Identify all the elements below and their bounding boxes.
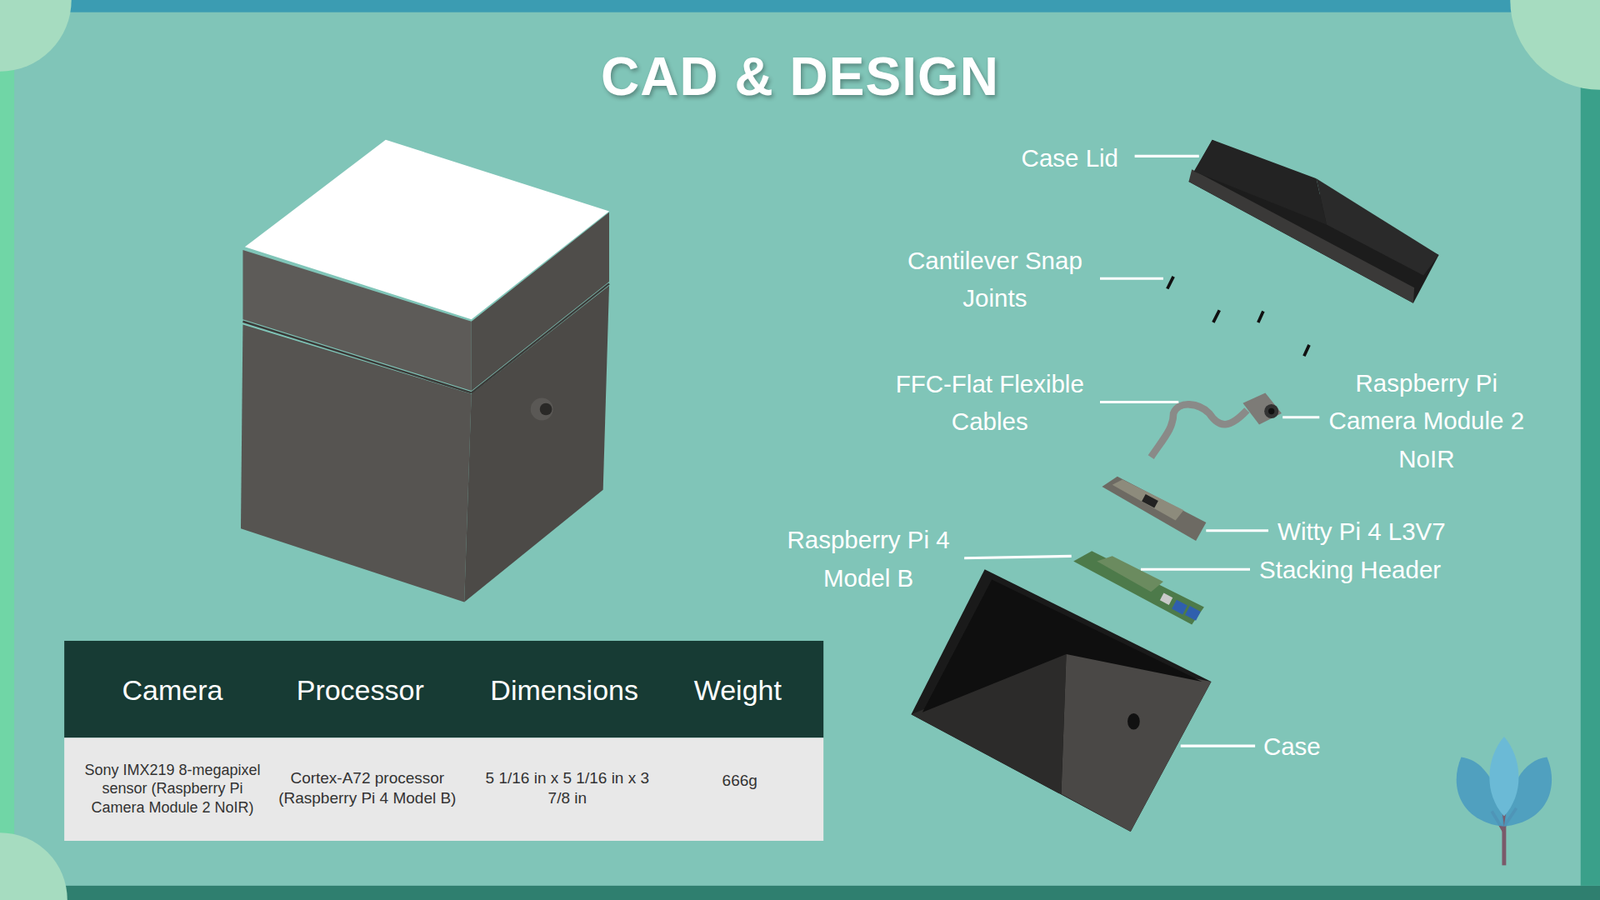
part-label: Witty Pi 4 L3V7 [1277,512,1495,551]
right-stripe [1580,12,1600,886]
part-label: Cantilever Snap Joints [895,241,1095,318]
table-cell: Sony IMX219 8-megapixel sensor (Raspberr… [82,760,262,818]
assembled-case [240,140,610,603]
part-label: Raspberry Pi 4 Model B [772,520,965,597]
part-label: Stacking Header [1259,551,1476,590]
exploded-view [910,140,1439,832]
corner-circle [0,832,68,900]
part-label: Case [1263,727,1364,766]
slide-title: CAD & DESIGN [600,45,1000,108]
part-label: Case Lid [951,139,1119,178]
top-bar [0,0,1600,13]
table-cell: 5 1/16 in x 5 1/16 in x 3 7/8 in [480,768,655,810]
part-label: FFC-Flat Flexible Cables [883,365,1096,441]
table-header-cell: Camera [72,667,273,712]
corner-circle [1510,0,1600,90]
table-cell: 666g [669,770,811,791]
corner-circle [0,0,72,72]
table-cell: Cortex-A72 processor (Raspberry Pi 4 Mod… [277,768,457,810]
left-stripe [0,12,15,886]
table-body [64,737,824,841]
part-label: Raspberry Pi Camera Module 2 NoIR [1328,364,1525,479]
table-header-cell: Processor [260,667,460,712]
bottom-bar [0,885,1600,900]
table-header-cell: Dimensions [464,667,665,712]
table-header [64,640,824,738]
table-header-cell: Weight [662,667,813,712]
lotus-logo [1456,736,1552,865]
